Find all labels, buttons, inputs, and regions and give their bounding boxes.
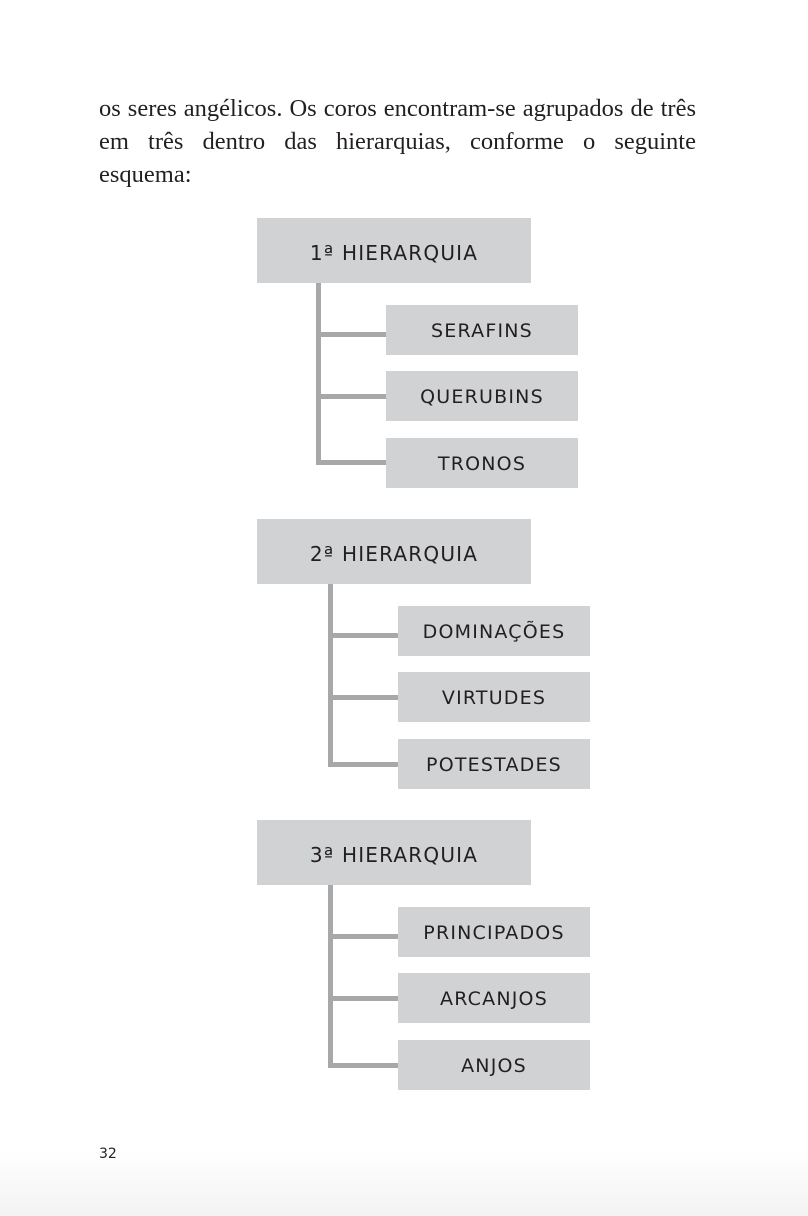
hierarchy-1-connector-1 [316,332,386,337]
hierarchy-1-connector-vertical [316,283,321,465]
hierarchy-3-connector-1 [328,934,398,939]
choir-dominacoes: DOMINAÇÕES [398,606,590,656]
choir-potestades: POTESTADES [398,739,590,789]
hierarchy-1-header: 1ª HIERARQUIA [257,218,531,283]
choir-querubins: QUERUBINS [386,371,578,421]
hierarchy-3-connector-vertical [328,885,333,1068]
hierarchy-2-connector-2 [328,695,398,700]
hierarchy-3-header: 3ª HIERARQUIA [257,820,531,885]
choir-principados: PRINCIPADOS [398,907,590,957]
choir-serafins: SERAFINS [386,305,578,355]
hierarchy-2-header: 2ª HIERARQUIA [257,519,531,584]
choir-arcanjos: ARCANJOS [398,973,590,1023]
hierarchy-2-connector-3 [328,762,398,767]
choir-virtudes: VIRTUDES [398,672,590,722]
hierarchy-3-connector-3 [328,1063,398,1068]
choir-tronos: TRONOS [386,438,578,488]
hierarchy-1-connector-3 [316,460,386,465]
body-paragraph: os seres angélicos. Os coros encontram-s… [99,95,696,188]
hierarchy-2-connector-vertical [328,584,333,767]
choir-anjos: ANJOS [398,1040,590,1090]
hierarchy-3-connector-2 [328,996,398,1001]
hierarchy-1-connector-2 [316,394,386,399]
hierarchy-2-connector-1 [328,633,398,638]
page-number: 32 [99,1146,117,1162]
